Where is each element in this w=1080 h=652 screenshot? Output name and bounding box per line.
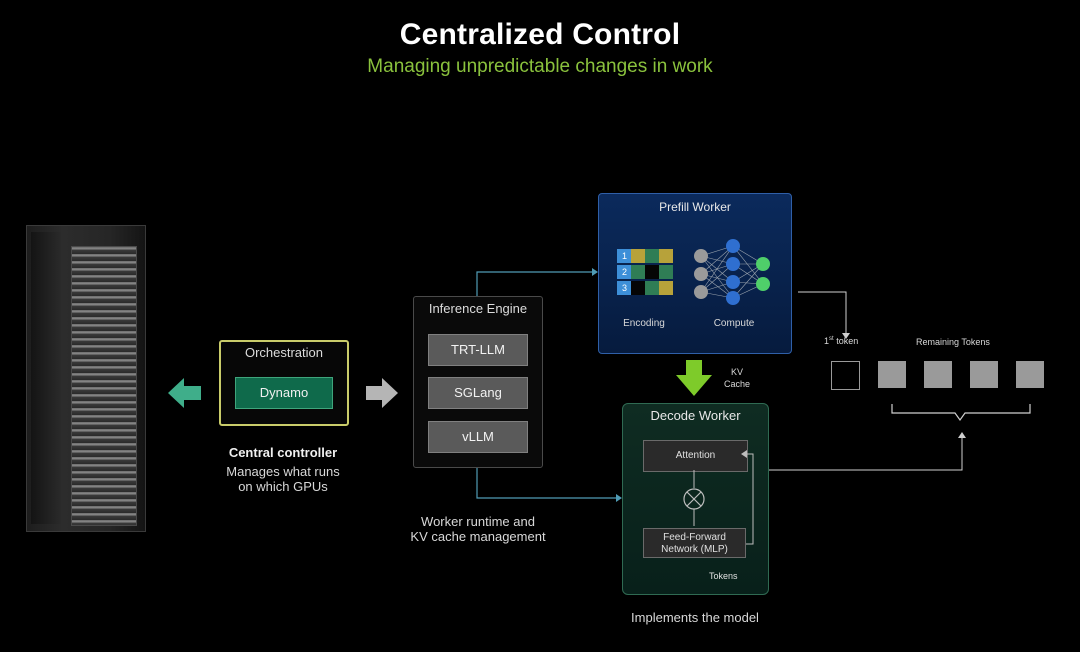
encoding-grid-icon [617,249,673,295]
first-token-rest: token [833,336,859,346]
dynamo-button[interactable]: Dynamo [235,377,333,409]
decode-worker-box: Decode Worker Attention Feed-Forward Net… [622,403,769,595]
compute-label: Compute [713,318,755,329]
engine-caption-line2: KV cache management [410,529,546,544]
green-left-arrow-icon [168,378,201,408]
tokens-loop-label: Tokens [709,571,738,581]
prefill-to-token-line [798,291,847,333]
prefill-worker-box: Prefill Worker 1 2 3 Encoding [598,193,792,354]
decode-worker-label: Decode Worker [650,408,741,423]
inference-engine-label: Inference Engine [428,301,528,316]
slide-title: Centralized Control [399,18,681,51]
kv-label-line1: KV [731,367,744,377]
orchestration-caption-line1: Manages what runs [226,464,340,479]
first-token-sup: st [829,336,834,342]
kv-label-line2: Cache [724,379,751,389]
inference-engine-box: Inference Engine TRT-LLM SGLang vLLM [413,296,543,468]
engine-to-prefill-line [476,271,592,296]
feed-forward-box: Feed-Forward Network (MLP) [643,528,746,558]
kv-cache-label: KV Cache [724,366,750,390]
arrowhead-icon [616,494,622,502]
engine-caption-line1: Worker runtime and [421,514,535,529]
server-rack-image [26,225,146,532]
encoding-label: Encoding [623,318,665,329]
orchestration-caption: Central controller Manages what runs on … [200,445,366,494]
ffn-line2: Network (MLP) [661,544,728,555]
remaining-token-box [878,361,906,388]
remaining-tokens-label: Remaining Tokens [916,337,990,347]
engine-option-trt-llm[interactable]: TRT-LLM [428,334,528,366]
first-token-box [831,361,860,390]
engine-option-vllm[interactable]: vLLM [428,421,528,453]
slide-subtitle: Managing unpredictable changes in work [367,56,713,77]
remaining-token-box [924,361,952,388]
first-token-num: 1 [824,336,830,346]
orchestration-box: Orchestration Dynamo [219,340,349,426]
grid-number-1: 1 [622,251,628,261]
grid-number-3: 3 [622,283,628,293]
remaining-token-box [1016,361,1044,388]
rack-side-panel [31,232,61,524]
remaining-tokens-bracket [891,404,1031,422]
orchestration-caption-line2: on which GPUs [238,479,328,494]
neural-network-icon [694,239,770,305]
grid-number-2: 2 [622,267,628,277]
first-token-label: 1st token [824,336,858,346]
prefill-worker-label: Prefill Worker [659,200,731,214]
kv-cache-down-arrow-icon [676,360,712,396]
orchestration-label: Orchestration [244,345,324,360]
arrowhead-icon [958,432,966,438]
ffn-line1: Feed-Forward [663,532,726,543]
rack-server-slots [71,246,137,526]
gray-right-arrow-icon [366,378,398,408]
arrowhead-icon [842,333,850,339]
arrowhead-icon [592,268,598,276]
decode-caption: Implements the model [631,610,759,625]
engine-to-decode-line [476,466,616,499]
central-controller-title: Central controller [228,445,338,460]
remaining-token-box [970,361,998,388]
decode-to-tokens-line [767,438,963,471]
attention-box: Attention [643,440,748,472]
engine-option-sglang[interactable]: SGLang [428,377,528,409]
engine-caption: Worker runtime and KV cache management [380,514,576,544]
decode-internal-lines [683,450,754,545]
